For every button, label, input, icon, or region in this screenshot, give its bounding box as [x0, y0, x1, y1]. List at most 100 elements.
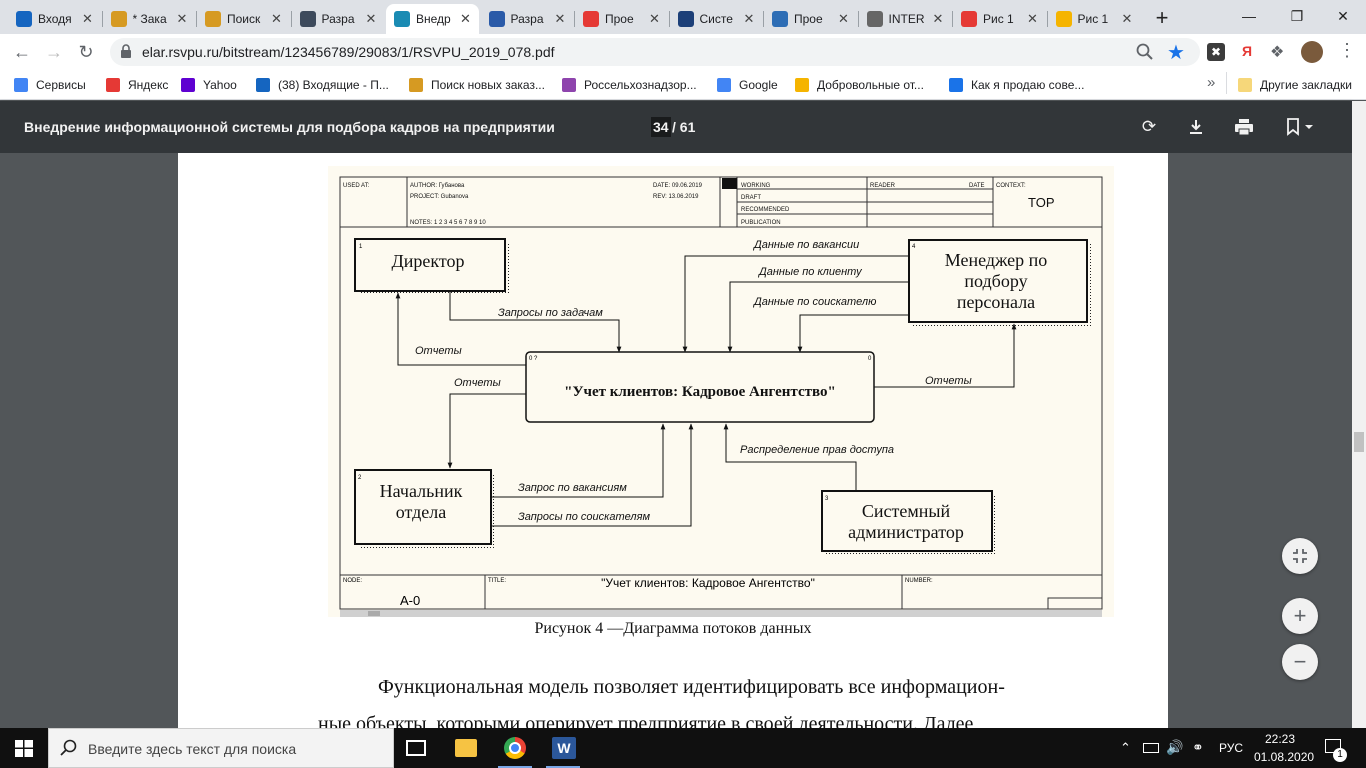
browser-tab[interactable]: Поиск✕: [197, 4, 290, 34]
idef0-diagram: USED AT: AUTHOR: Губанова PROJECT: Guban…: [328, 166, 1114, 617]
tray-chevron-icon[interactable]: ⌃: [1120, 740, 1131, 756]
title-value: "Учет клиентов: Кадровое Ангентство": [601, 576, 815, 590]
flow-label: Запросы по задачам: [498, 307, 603, 319]
scrollbar[interactable]: [1352, 101, 1366, 728]
number-label: NUMBER:: [905, 578, 933, 584]
zoom-out-button[interactable]: −: [1282, 644, 1318, 680]
zoom-in-button[interactable]: +: [1282, 598, 1318, 634]
back-button[interactable]: ←: [10, 40, 34, 64]
browser-tab[interactable]: Систе✕: [670, 4, 763, 34]
close-tab-icon[interactable]: ✕: [1118, 11, 1136, 27]
bookmark-item[interactable]: Google: [717, 76, 778, 94]
close-tab-icon[interactable]: ✕: [835, 11, 853, 27]
print-icon[interactable]: [1232, 116, 1256, 138]
clock-time[interactable]: 22:23: [1265, 732, 1295, 746]
browser-tab[interactable]: Прое✕: [764, 4, 857, 34]
apps-icon: [14, 78, 28, 92]
notification-badge: 1: [1333, 748, 1347, 762]
extensions-puzzle-icon[interactable]: ❖: [1270, 42, 1284, 62]
entity-sysadmin-box: [822, 491, 992, 551]
bookmark-star-icon[interactable]: ★: [1167, 40, 1185, 65]
windows-start-icon[interactable]: [15, 740, 33, 757]
owl-icon: [409, 78, 423, 92]
network-icon[interactable]: ⚭: [1192, 739, 1204, 756]
rm-logo-icon: [489, 11, 505, 27]
close-tab-icon[interactable]: ✕: [173, 11, 191, 27]
browser-tab[interactable]: INTER✕: [859, 4, 952, 34]
bookmark-item[interactable]: Поиск новых заказ...: [409, 76, 545, 94]
bookmark-item[interactable]: Добровольные от...: [795, 76, 924, 94]
tab-title: Прое: [605, 12, 646, 26]
bookmark-item[interactable]: Россельхознадзор...: [562, 76, 697, 94]
entity-chief-label-1: Начальник: [380, 481, 463, 501]
minimize-button[interactable]: —: [1226, 0, 1272, 32]
bookmarks-overflow-button[interactable]: »: [1207, 74, 1215, 91]
bookmark-item[interactable]: (38) Входящие - П...: [256, 76, 389, 94]
yandex-extension-icon[interactable]: Я: [1242, 43, 1252, 59]
sun-icon: [795, 78, 809, 92]
browser-tab[interactable]: Разра✕: [481, 4, 574, 34]
search-icon: [60, 739, 78, 757]
bookmark-item[interactable]: Сервисы: [14, 76, 86, 94]
close-tab-icon[interactable]: ✕: [929, 11, 947, 27]
bookmark-label: Добровольные от...: [817, 78, 924, 92]
bookmark-label: Сервисы: [36, 78, 86, 92]
page-number-input[interactable]: 34: [651, 117, 671, 137]
close-window-button[interactable]: ✕: [1320, 0, 1366, 32]
top-label: TOP: [1028, 195, 1055, 210]
flow-label: Данные по вакансии: [752, 239, 859, 251]
browser-tab[interactable]: Разра✕: [292, 4, 385, 34]
tab-title: * Зака: [133, 12, 174, 26]
browser-tab[interactable]: * Зака✕: [103, 4, 196, 34]
image-icon: [1056, 11, 1072, 27]
author-label: AUTHOR: Губанова: [410, 183, 465, 189]
close-tab-icon[interactable]: ✕: [457, 11, 475, 27]
mail-icon: [256, 78, 270, 92]
other-bookmarks[interactable]: Другие закладки: [1238, 76, 1352, 94]
bookmark-label: Yahoo: [203, 78, 237, 92]
bookmark-item[interactable]: Яндекс: [106, 76, 168, 94]
restore-button[interactable]: ❐: [1274, 0, 1320, 32]
reload-button[interactable]: ↻: [74, 40, 98, 64]
language-indicator[interactable]: РУС: [1219, 741, 1243, 755]
menu-icon[interactable]: ⋮: [1338, 40, 1356, 61]
hr-logo-icon: [678, 11, 694, 27]
close-tab-icon[interactable]: ✕: [740, 11, 758, 27]
close-tab-icon[interactable]: ✕: [1024, 11, 1042, 27]
zoom-icon[interactable]: [1135, 42, 1155, 62]
close-tab-icon[interactable]: ✕: [646, 11, 664, 27]
new-tab-button[interactable]: +: [1142, 2, 1182, 34]
bookmark-label: Россельхознадзор...: [584, 78, 697, 92]
bookmark-item[interactable]: Как я продаю сове...: [949, 76, 1084, 94]
profile-avatar[interactable]: [1301, 41, 1323, 63]
close-tab-icon[interactable]: ✕: [362, 11, 380, 27]
file-explorer-icon[interactable]: [455, 739, 477, 757]
download-icon[interactable]: [1184, 116, 1208, 138]
battery-icon[interactable]: [1143, 743, 1159, 753]
browser-tab[interactable]: Внедр✕: [386, 4, 479, 34]
browser-tab[interactable]: Прое✕: [575, 4, 668, 34]
draft-label: DRAFT: [741, 195, 761, 201]
word-taskbar-icon[interactable]: W: [552, 737, 576, 759]
browser-tab[interactable]: Рис 1✕: [953, 4, 1046, 34]
diamond-icon: [394, 11, 410, 27]
scrollbar-thumb[interactable]: [1354, 432, 1364, 452]
close-tab-icon[interactable]: ✕: [79, 11, 97, 27]
p-logo-icon: [583, 11, 599, 27]
close-tab-icon[interactable]: ✕: [551, 11, 569, 27]
close-tab-icon[interactable]: ✕: [268, 11, 286, 27]
forward-button[interactable]: →: [42, 40, 66, 64]
task-view-icon[interactable]: [406, 740, 426, 756]
notes-label: NOTES: 1 2 3 4 5 6 7 8 9 10: [410, 220, 486, 226]
browser-tab[interactable]: Рис 1✕: [1048, 4, 1141, 34]
bookmark-item[interactable]: Yahoo: [181, 76, 237, 94]
volume-icon[interactable]: 🔊: [1166, 739, 1183, 756]
browser-tab[interactable]: Входя✕: [8, 4, 101, 34]
extension-x-icon[interactable]: ✖: [1207, 43, 1225, 61]
bookmark-menu-icon[interactable]: [1280, 116, 1320, 138]
rotate-icon[interactable]: ⟳: [1137, 116, 1161, 138]
d-logo-icon: [300, 11, 316, 27]
tab-title: Поиск: [227, 12, 268, 26]
clock-date[interactable]: 01.08.2020: [1254, 750, 1314, 764]
fit-page-button[interactable]: [1282, 538, 1318, 574]
